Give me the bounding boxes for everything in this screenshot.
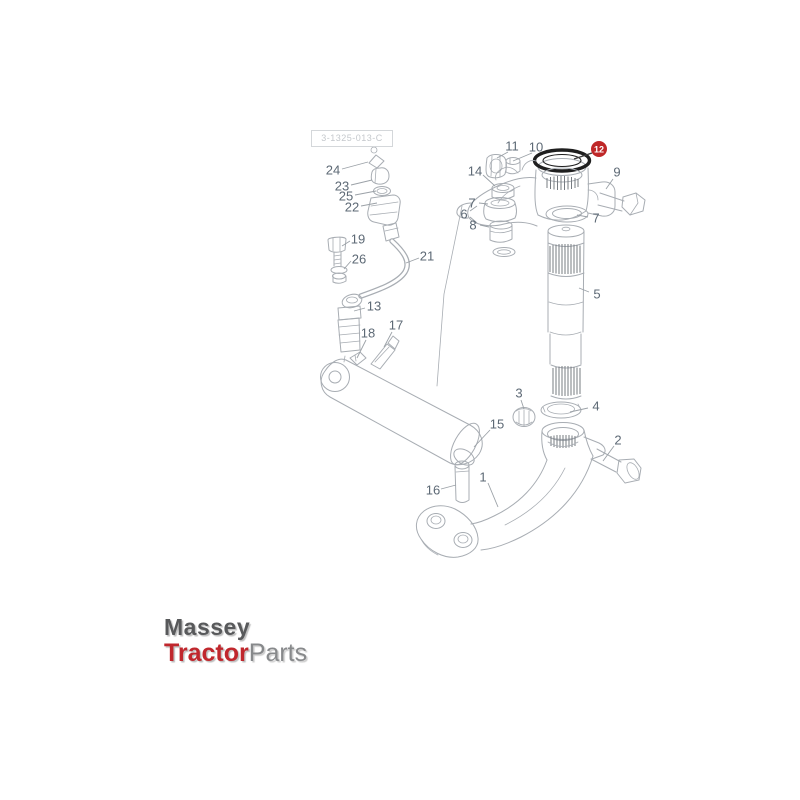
leader-line-9 (605, 178, 614, 190)
part-label-15: 15 (490, 417, 504, 432)
part-label-11: 11 (505, 139, 519, 154)
bolt-2 (590, 448, 642, 484)
leader-line-5 (578, 287, 590, 293)
part-label-8: 8 (469, 218, 476, 233)
part-label-4: 4 (592, 399, 599, 414)
part-label-9: 9 (613, 165, 620, 180)
highlighted-part-12-badge: 12 (573, 141, 607, 160)
part-label-1: 1 (479, 470, 486, 485)
pin-16 (454, 460, 470, 503)
leader-line-2 (602, 445, 615, 462)
highlight-part-number: 12 (594, 145, 604, 155)
leader-line-18 (356, 339, 367, 359)
part-label-10: 10 (529, 140, 543, 155)
part-label-24: 24 (326, 163, 340, 178)
logo-parts: Parts (248, 639, 308, 667)
leader-line-6 (469, 205, 478, 212)
part-label-3: 3 (515, 386, 522, 401)
leader-line-25 (354, 190, 377, 196)
leader-line-15 (473, 429, 491, 448)
hub-casting-drawing (456, 148, 646, 227)
highlight-leader-line (573, 152, 593, 160)
massey-tractor-parts-logo: Massey TractorParts (164, 616, 307, 666)
leader-line-16 (440, 484, 457, 490)
leader-line-8 (479, 224, 490, 228)
leader-line-10 (512, 152, 533, 162)
part-label-23: 23 (335, 179, 349, 194)
part-label-6: 6 (460, 207, 467, 222)
leader-line-4 (569, 407, 589, 413)
part-label-26: 26 (352, 252, 366, 267)
spindle-shaft-drawing (547, 224, 585, 400)
leader-line-3 (520, 399, 525, 410)
construction-line (436, 205, 463, 387)
leader-line-19 (341, 240, 351, 247)
leader-line-17 (383, 331, 393, 348)
part-label-7: 7 (468, 196, 475, 211)
part-label-19: 19 (351, 232, 365, 247)
highlight-circle (591, 141, 607, 157)
fitting-17 (370, 335, 400, 370)
slotted-nut-3 (512, 407, 536, 427)
leader-line-13 (353, 307, 366, 312)
fitting-18 (349, 351, 367, 366)
part-label-13: 13 (367, 299, 381, 314)
washer-7-right (545, 205, 589, 223)
leader-line-1 (487, 482, 499, 508)
small-parts-stack (483, 154, 521, 257)
fitting-13 (337, 293, 363, 363)
leader-line-7 (576, 214, 589, 218)
part-label-16: 16 (426, 483, 440, 498)
part-label-14: 14 (468, 164, 482, 179)
leader-line-23 (350, 179, 373, 186)
leader-line-11 (496, 151, 509, 159)
part-label-2: 2 (614, 433, 621, 448)
part-label-21: 21 (420, 249, 434, 264)
bearing-ring-4 (540, 401, 582, 419)
part-label-25: 25 (339, 189, 353, 204)
hose-assembly-drawing (327, 146, 410, 363)
part-label-18: 18 (361, 326, 375, 341)
part-label-17: 17 (389, 318, 403, 333)
leader-line-22 (360, 202, 378, 207)
drawing-ref-code: 3-1325-013-C (311, 130, 393, 147)
part-label-5: 5 (593, 287, 600, 302)
cylinder-drawing (320, 335, 483, 503)
logo-massey: Massey (164, 614, 251, 640)
bolt-9 (597, 192, 646, 216)
leader-line-7 (478, 202, 489, 205)
logo-tractor: Tractor (164, 639, 249, 667)
part-label-22: 22 (345, 200, 359, 215)
leader-line-14 (482, 174, 496, 187)
leader-line-6 (469, 216, 478, 224)
axle-arm-drawing (416, 422, 642, 558)
leader-line-24 (341, 161, 369, 170)
bolt-19 (327, 236, 347, 267)
leader-line-26 (343, 260, 352, 270)
leader-line-21 (405, 257, 420, 264)
part-label-7: 7 (592, 211, 599, 226)
washer-26 (330, 266, 348, 284)
